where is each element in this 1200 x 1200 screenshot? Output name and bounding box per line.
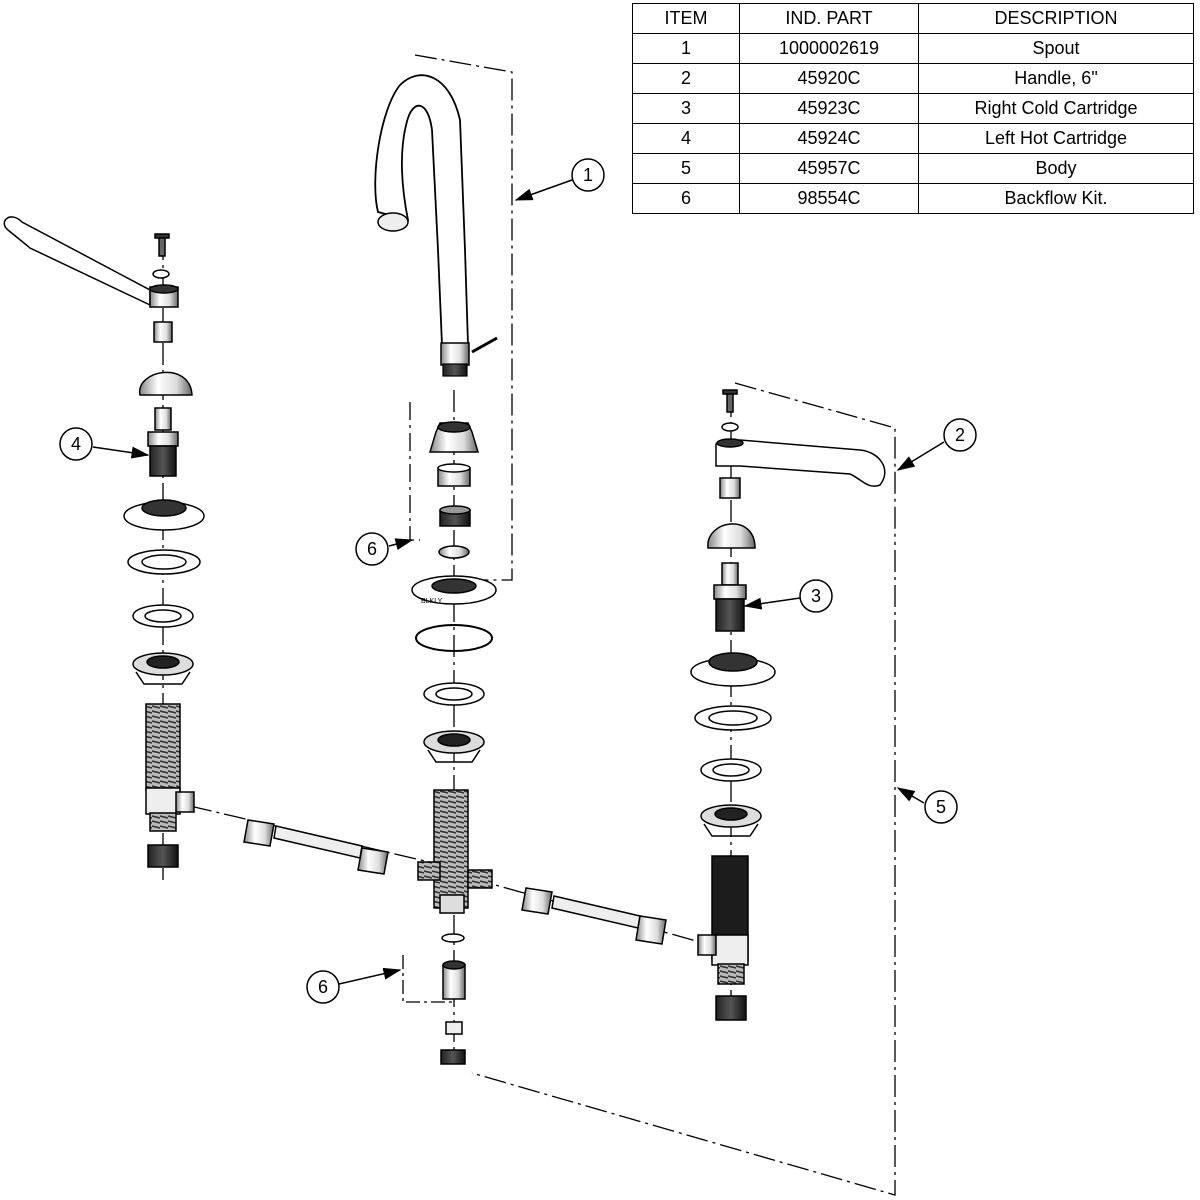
table-row: 1 1000002619 Spout <box>632 33 1194 64</box>
cell-description: Handle, 6" <box>918 63 1194 94</box>
svg-text:1: 1 <box>583 165 593 185</box>
cell-item: 5 <box>632 153 740 184</box>
callouts: 1 2 3 4 5 6 6 <box>59 158 977 1004</box>
table-row: 5 45957C Body <box>632 153 1194 184</box>
table-row: 2 45920C Handle, 6" <box>632 63 1194 94</box>
svg-text:4: 4 <box>71 434 81 454</box>
centerlines <box>162 54 896 1196</box>
header-item: ITEM <box>632 3 740 34</box>
cell-item: 6 <box>632 183 740 214</box>
left-stack <box>3 216 205 868</box>
callout-5: 5 <box>896 787 958 824</box>
center-stack: BLKLY <box>411 421 497 1065</box>
svg-text:3: 3 <box>811 586 821 606</box>
flange-mark-text: BLKLY <box>421 598 443 605</box>
svg-text:6: 6 <box>318 977 328 997</box>
table-row: 4 45924C Left Hot Cartridge <box>632 123 1194 154</box>
cell-part: 45957C <box>739 153 919 184</box>
svg-text:5: 5 <box>936 797 946 817</box>
parts-table: ITEM IND. PART DESCRIPTION 1 1000002619 … <box>632 3 1194 214</box>
svg-text:2: 2 <box>955 425 965 445</box>
table-row: 6 98554C Backflow Kit. <box>632 183 1194 214</box>
cell-part: 45920C <box>739 63 919 94</box>
cell-part: 98554C <box>739 183 919 214</box>
callout-6-lower: 6 <box>306 967 402 1004</box>
callout-2: 2 <box>896 418 977 471</box>
table-row: 3 45923C Right Cold Cartridge <box>632 93 1194 124</box>
cell-item: 3 <box>632 93 740 124</box>
parts-table-header: ITEM IND. PART DESCRIPTION <box>632 3 1194 34</box>
callout-1: 1 <box>514 158 605 201</box>
cell-description: Spout <box>918 33 1194 64</box>
cell-part: 45924C <box>739 123 919 154</box>
header-ind-part: IND. PART <box>739 3 919 34</box>
right-stack <box>690 389 886 1021</box>
callout-6-upper: 6 <box>355 532 414 566</box>
spout <box>374 74 498 377</box>
cell-description: Backflow Kit. <box>918 183 1194 214</box>
cell-item: 4 <box>632 123 740 154</box>
cell-description: Left Hot Cartridge <box>918 123 1194 154</box>
callout-3: 3 <box>743 579 833 613</box>
callout-4: 4 <box>59 427 150 461</box>
header-description: DESCRIPTION <box>918 3 1194 34</box>
cell-description: Body <box>918 153 1194 184</box>
cell-item: 1 <box>632 33 740 64</box>
cell-part: 45923C <box>739 93 919 124</box>
cell-item: 2 <box>632 63 740 94</box>
cell-part: 1000002619 <box>739 33 919 64</box>
supply-hoses <box>243 819 667 945</box>
svg-text:6: 6 <box>367 539 377 559</box>
cell-description: Right Cold Cartridge <box>918 93 1194 124</box>
